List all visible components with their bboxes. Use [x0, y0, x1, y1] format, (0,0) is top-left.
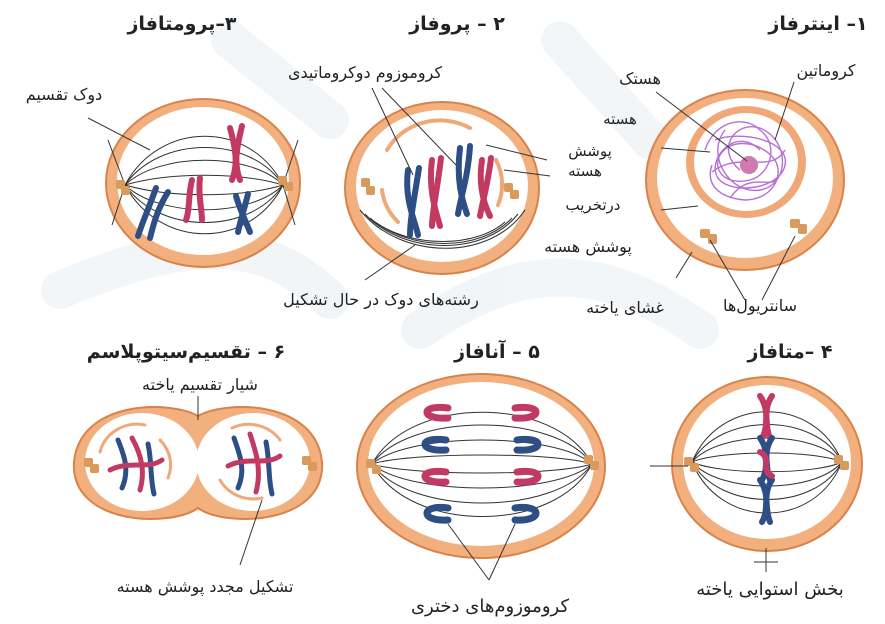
label-nucleus-bottom: هسته	[568, 162, 602, 180]
label-nucleus-top: هسته	[603, 110, 637, 128]
label-reformation: تشکیل مجدد پوشش هسته	[117, 577, 294, 597]
stage-title-interphase: ۱– اینترفاز	[767, 13, 867, 35]
label-centrioles: سانتریول‌ها	[723, 296, 797, 316]
nucleolus	[740, 156, 758, 174]
label-cleavage-furrow: شیار تقسیم یاخته	[142, 375, 258, 395]
prophase-cell	[345, 102, 539, 274]
label-double-chromatid: کروموزوم دوکروماتیدی	[288, 63, 443, 83]
anaphase-cell	[357, 374, 605, 558]
label-chromatin: کروماتین	[796, 61, 855, 81]
stage-title-anaphase: ۵ – آنافاز	[453, 339, 540, 363]
label-envelope-word: پوشش	[568, 142, 612, 161]
stage-title-metaphase: ۴ –متافاز	[747, 341, 833, 363]
label-nuclear-envelope: پوشش هسته	[544, 237, 632, 257]
stage-title-prophase: ۲ – پروفاز	[408, 13, 505, 35]
stage-title-cytokinesis: ۶ – تقسیم‌سیتوپلاسم	[87, 341, 285, 363]
stage-title-prometaphase: ۳–پرومتافاز	[126, 13, 236, 35]
metaphase-cell	[672, 377, 862, 551]
interphase-cell	[646, 90, 844, 270]
label-degrading: درتخریب	[566, 196, 621, 214]
label-cell-membrane: غشای یاخته	[586, 298, 664, 317]
label-equatorial-plane: بخش استوایی یاخته	[696, 579, 844, 600]
label-daughter-chromosomes: کروموزوم‌های دختری	[411, 596, 569, 617]
label-spindle-forming: رشته‌های دوک در حال تشکیل	[283, 290, 479, 310]
cytokinesis-cell	[74, 407, 322, 519]
label-nucleolus: هستک	[619, 69, 661, 88]
label-spindle: دوک تقسیم	[26, 85, 103, 105]
prometaphase-cell	[106, 99, 300, 267]
